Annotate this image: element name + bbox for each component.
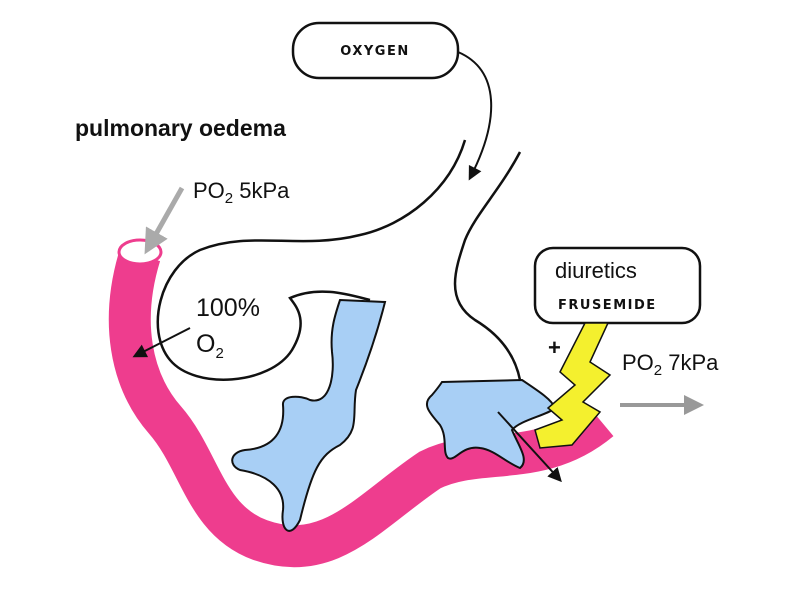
- diuretics-label: diuretics: [555, 258, 637, 283]
- oxygen-arrow: [457, 51, 493, 181]
- fluid-filled-alveolus-left: [231, 298, 387, 532]
- oxygen-label: OXYGEN: [340, 44, 409, 59]
- lightning-bolt-icon: [534, 322, 612, 449]
- airway-outline-right: [453, 151, 522, 381]
- alveolar-oxygen-gas: O2: [196, 330, 224, 362]
- outflow-po2-label: PO2 7kPa: [622, 350, 719, 379]
- capillary-opening: [117, 238, 163, 266]
- capillary-vessel: [108, 248, 614, 568]
- fluid-diffusion-arrow: [497, 411, 562, 483]
- oxygen-box: [291, 21, 460, 80]
- inflow-po2-label: PO2 5kPa: [193, 178, 290, 207]
- alveolar-oxygen-percent: 100%: [196, 294, 260, 322]
- plus-sign: +: [548, 335, 561, 360]
- airway-outline-left: [156, 139, 467, 381]
- diuretics-box: [533, 246, 702, 325]
- fluid-filled-alveolus-right: [426, 378, 557, 470]
- frusemide-label: FRUSEMIDE: [558, 298, 657, 313]
- oxygen-diffusion-arrow: [132, 327, 191, 358]
- diagram-title: pulmonary oedema: [75, 115, 286, 141]
- inflow-arrow: [144, 186, 185, 255]
